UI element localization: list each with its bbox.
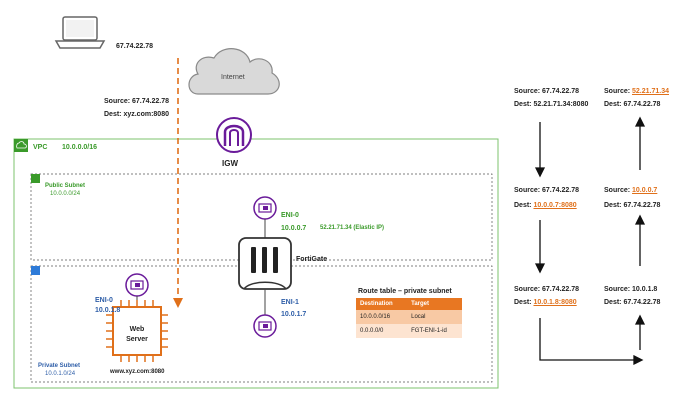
public-subnet-cidr: 10.0.0.0/24 [50,191,81,197]
igw-icon [216,117,252,153]
route-table-header: Destination Target [356,298,462,310]
fortigate-label: FortiGate [296,256,328,263]
flow-right-3-dest: Dest: 67.74.22.78 [604,299,661,306]
request-source: Source: 67.74.22.78 [104,98,169,105]
fortigate-eni0-icon [253,196,277,220]
web-server-eni0-ip: 10.0.1.8 [95,307,121,314]
flow-right-2-source: Source: 10.0.0.7 [604,187,658,194]
vpc-label: VPC [33,144,48,151]
route-target: FGT-ENI-1-id [407,324,462,338]
private-subnet-boundary [30,265,493,383]
internet-cloud-icon [188,48,280,95]
web-server-eni0-label: ENI-0 [95,297,113,304]
public-subnet-lock-icon [31,174,40,183]
route-table-header-target: Target [407,298,462,310]
request-dest: Dest: xyz.com:8080 [104,111,169,118]
flow-right-2-dest: Dest: 67.74.22.78 [604,202,661,209]
route-table: Destination Target 10.0.0.0/16 Local 0.0… [356,298,462,338]
flow-left-1-dest: Dest: 52.21.71.34:8080 [514,101,589,108]
flow-left-2-source: Source: 67.74.22.78 [514,187,579,194]
public-subnet-label: Public Subnet [45,183,86,189]
private-subnet-cidr: 10.0.1.0/24 [45,371,76,377]
igw-label: IGW [222,159,238,168]
route-table-row: 0.0.0.0/0 FGT-ENI-1-id [356,324,462,338]
vpc-boundary [13,138,499,389]
web-server-label-line2: Server [126,336,148,343]
flow-right-3-source: Source: 10.0.1.8 [604,286,658,293]
route-table-row: 10.0.0.0/16 Local [356,310,462,324]
route-table-header-destination: Destination [356,298,408,310]
route-table-title: Route table – private subnet [358,288,452,295]
web-server-label-line1: Web [129,326,145,333]
route-destination: 10.0.0.0/16 [356,310,408,324]
fortigate-icon [238,237,292,290]
flow-left-3-source: Source: 67.74.22.78 [514,286,579,293]
flow-right-1-source: Source: 52.21.71.34 [604,88,669,95]
flow-left-3-dest: Dest: 10.0.1.8:8080 [514,299,577,306]
fortigate-elastic-ip: 52.21.71.34 (Elastic IP) [320,225,385,231]
private-subnet-label: Private Subnet [38,363,81,369]
vpc-cloud-icon [14,139,28,152]
route-destination: 0.0.0.0/0 [356,324,408,338]
internet-label: Internet [221,74,245,81]
fortigate-eni1-ip: 10.0.1.7 [281,311,307,318]
flow-left-1-source: Source: 67.74.22.78 [514,88,579,95]
fortigate-eni0-ip: 10.0.0.7 [281,225,307,232]
web-server-eni0-icon [125,273,149,297]
laptop-icon [54,16,106,49]
fortigate-eni1-icon [253,314,277,338]
flow-arrows [534,116,646,366]
fortigate-eni0-label: ENI-0 [281,212,299,219]
fortigate-eni1-label: ENI-1 [281,299,299,306]
web-server-icon [106,300,168,362]
vpc-cidr: 10.0.0.0/16 [62,144,98,151]
web-server-domain: www.xyz.com:8080 [110,369,165,375]
private-subnet-lock-icon [31,266,40,275]
route-target: Local [407,310,462,324]
laptop-ip: 67.74.22.78 [116,43,153,50]
flow-right-1-dest: Dest: 67.74.22.78 [604,101,661,108]
flow-left-2-dest: Dest: 10.0.0.7:8080 [514,202,577,209]
